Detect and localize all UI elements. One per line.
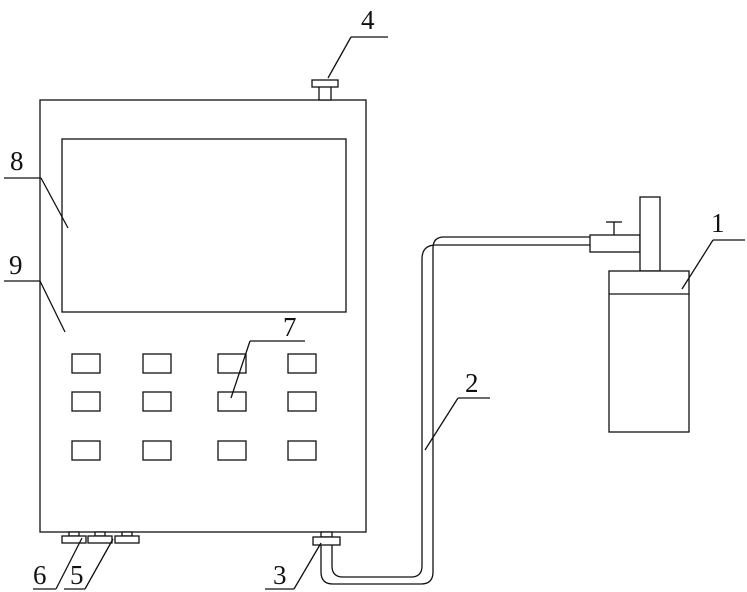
label-1: 1 — [711, 208, 725, 238]
bottle-neck — [640, 197, 660, 271]
key-button — [288, 354, 316, 373]
label-2: 2 — [465, 368, 479, 398]
bottom-port-5b — [115, 532, 139, 543]
key-button — [143, 392, 171, 411]
key-button — [288, 441, 316, 460]
outlet-port — [313, 532, 340, 545]
label-9: 9 — [9, 250, 23, 280]
bottom-port-5 — [88, 532, 112, 543]
label-5: 5 — [70, 560, 84, 590]
label-4: 4 — [361, 5, 375, 35]
label-7: 7 — [283, 312, 297, 342]
key-button — [143, 354, 171, 373]
keypad — [72, 354, 316, 460]
bottom-port-6 — [62, 532, 86, 543]
label-3: 3 — [273, 560, 287, 590]
gas-bottle — [590, 197, 689, 432]
key-button — [72, 354, 100, 373]
key-button — [218, 354, 246, 373]
top-port — [312, 80, 338, 100]
bottle-body — [609, 271, 689, 432]
key-button — [72, 392, 100, 411]
key-button — [143, 441, 171, 460]
key-button — [218, 441, 246, 460]
label-6: 6 — [33, 560, 47, 590]
key-button — [72, 441, 100, 460]
label-8: 8 — [10, 146, 24, 176]
valve-fitting — [590, 235, 640, 252]
display-screen — [62, 139, 346, 312]
key-button — [288, 392, 316, 411]
cabinet-body — [40, 100, 366, 532]
